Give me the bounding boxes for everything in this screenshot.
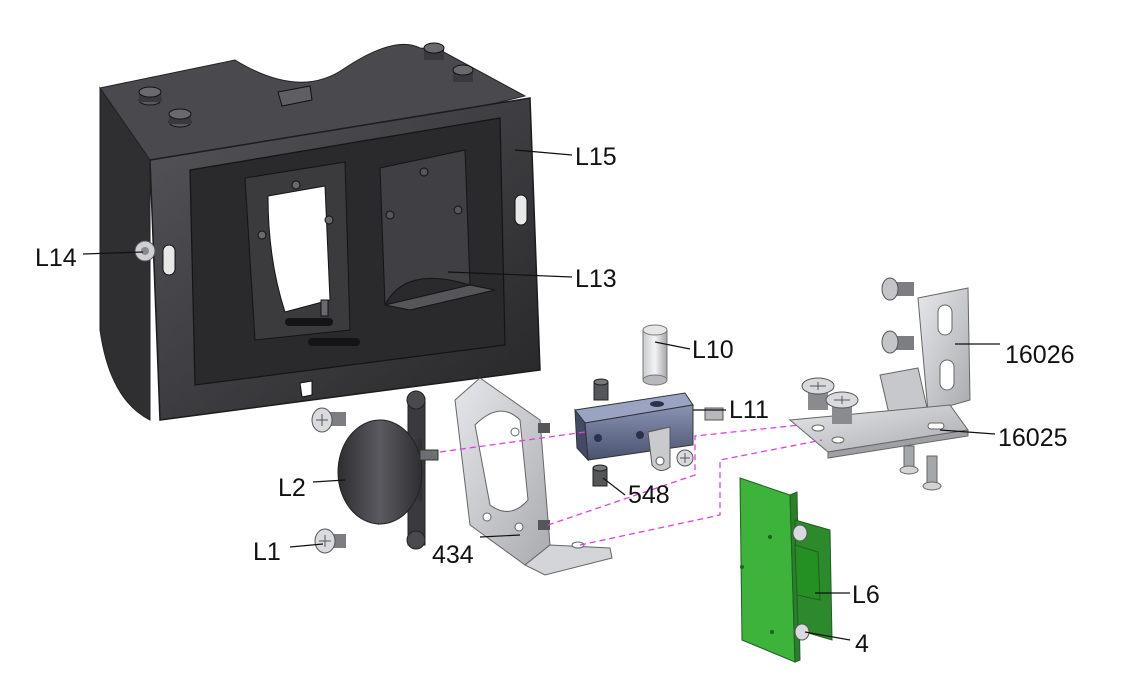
bracket-434 [454, 377, 613, 576]
dashed-guides [439, 424, 823, 546]
top-boss [138, 86, 162, 106]
top-boss [452, 64, 474, 82]
latch-tab [647, 426, 694, 471]
label-l6: L6 [852, 581, 880, 609]
label-l2: L2 [278, 474, 306, 502]
label-16026: 16026 [1005, 341, 1075, 369]
label-548: 548 [628, 481, 670, 509]
label-l14: L14 [35, 244, 77, 272]
bracket-16026 [879, 287, 971, 419]
screw-l1 [314, 528, 346, 554]
screw-16026 [881, 330, 914, 354]
label-4: 4 [855, 630, 869, 658]
setscrew-548 [592, 378, 609, 487]
label-l1: L1 [253, 538, 281, 566]
screw-top [825, 391, 859, 424]
screw-16026 [881, 277, 914, 301]
label-l10: L10 [692, 336, 734, 364]
plate-16025 [788, 404, 969, 459]
label-434: 434 [432, 541, 474, 569]
label-16025: 16025 [998, 424, 1068, 452]
label-l15: L15 [575, 143, 617, 171]
screw-top [801, 377, 835, 410]
pcb-l6 [739, 477, 833, 663]
label-l13: L13 [575, 265, 617, 293]
leader-lines [82, 149, 1000, 641]
knob-l14 [134, 240, 156, 262]
part-labels: L15 L14 L13 L10 L11 16026 16025 548 L2 L… [35, 143, 1075, 658]
block-l11 [574, 392, 694, 462]
motor-l2 [337, 390, 439, 550]
screw-motor-top [311, 407, 346, 433]
top-boss [423, 42, 445, 60]
pin-l10 [642, 324, 668, 386]
top-boss [168, 108, 192, 128]
label-l11: L11 [729, 396, 769, 424]
screw-bottom [899, 445, 942, 491]
housing-l15 [99, 42, 541, 421]
setscrew-side [704, 407, 724, 421]
